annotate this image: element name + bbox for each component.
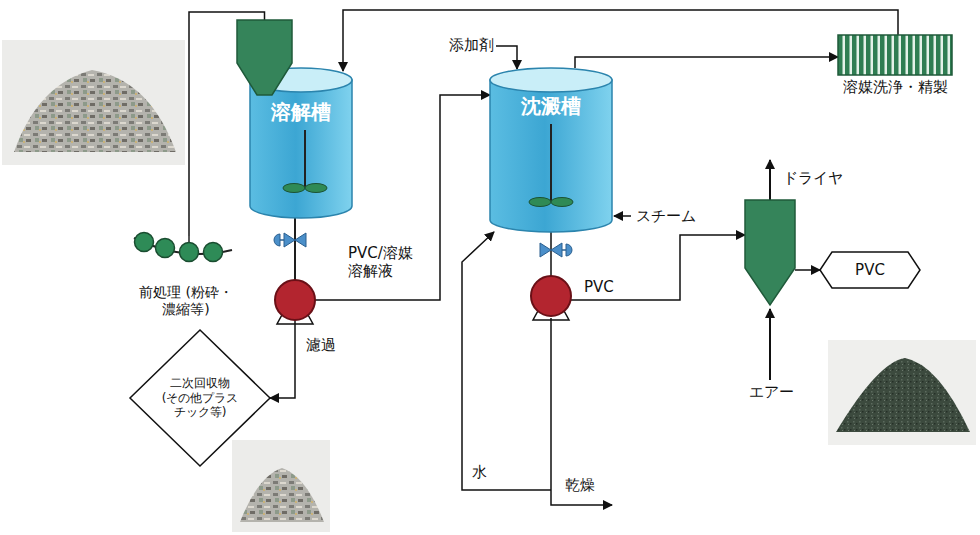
flow-connector xyxy=(575,57,838,68)
flow-label: PVC/溶媒 溶解液 xyxy=(346,244,424,280)
conveyor-pretreatment: 前処理 (粉砕・濃縮等) xyxy=(128,236,244,324)
photo-shredded-waste xyxy=(2,40,185,165)
pump-body xyxy=(275,280,315,320)
conveyor-roller xyxy=(135,233,154,252)
photo-ground xyxy=(232,440,330,532)
unit-label: ドライヤ xyxy=(783,169,843,187)
valve-stem xyxy=(280,239,284,241)
stirrer-blade xyxy=(283,184,305,193)
label-holder: エアー xyxy=(747,383,796,401)
drain-line xyxy=(551,318,612,505)
stirrer-blade xyxy=(529,198,551,207)
exhaust-arrow xyxy=(769,160,771,200)
flow-connector xyxy=(551,232,745,300)
pump-symbol xyxy=(275,280,315,324)
label-holder: 乾燥 xyxy=(563,476,597,494)
feed-hopper xyxy=(237,20,292,95)
tank-body xyxy=(250,80,352,218)
valve-stem xyxy=(562,249,566,251)
stirrer-shaft xyxy=(304,130,306,188)
purifier-unit xyxy=(838,35,952,75)
photo-ground xyxy=(828,340,976,445)
flow-label: PVC xyxy=(582,278,616,296)
label-holder: スチーム xyxy=(634,207,698,225)
flow-connector xyxy=(795,269,820,271)
edge-label-holder: PVC/溶媒 溶解液 xyxy=(346,244,424,280)
rubble-pile xyxy=(240,468,324,522)
flow-label: 濾過 xyxy=(304,336,338,354)
stirrer-blade xyxy=(551,198,573,207)
conveyor-roller xyxy=(156,239,175,258)
unit-label: 溶媒洗浄・精製 xyxy=(843,78,948,96)
valve-symbol xyxy=(274,233,306,247)
tank-body xyxy=(490,80,612,232)
output-label: 二次回収物 (その他プラスチック等) xyxy=(160,376,240,419)
output-diamond: 二次回収物 (その他プラスチック等) xyxy=(130,330,270,466)
photo-secondary-material xyxy=(232,440,330,532)
rubble-pile xyxy=(14,70,176,152)
pump-body xyxy=(531,276,571,316)
valve-handle xyxy=(274,234,280,246)
decision-diamond xyxy=(130,330,270,466)
dryer-cyclone-outline xyxy=(745,200,795,305)
conveyor-roller xyxy=(180,243,199,262)
product-label: PVC xyxy=(855,261,885,279)
photo-pvc-powder xyxy=(828,340,976,445)
dryer-cyclone: ドライヤ xyxy=(745,200,795,305)
conveyor-roller xyxy=(204,243,223,262)
air-feed-arrow xyxy=(769,309,771,380)
tank-top xyxy=(490,68,612,92)
stirrer-blade xyxy=(305,184,327,193)
label-holder: 水 xyxy=(470,463,489,481)
pump-symbol xyxy=(531,276,571,320)
output-hexagon xyxy=(820,252,920,288)
solvent-purifier: 溶媒洗浄・精製 xyxy=(838,35,952,101)
edge-label-holder: PVC xyxy=(582,278,616,296)
label-holder: 添加剤 xyxy=(447,36,496,54)
dissolving-tank-outline xyxy=(250,68,352,218)
valve-body xyxy=(284,233,306,247)
steam-feed-arrow xyxy=(614,215,631,217)
valve-handle xyxy=(566,244,572,256)
dissolving-tank: 溶解槽 xyxy=(250,68,352,218)
stream-label: エアー xyxy=(747,383,796,401)
stream-label: 添加剤 xyxy=(447,36,496,54)
valve-body xyxy=(540,243,562,257)
stream-label: スチーム xyxy=(634,207,698,225)
powder-pile xyxy=(836,358,970,432)
additive-feed-arrow xyxy=(496,46,517,69)
flow-connector xyxy=(343,10,898,71)
edge-label-holder: 濾過 xyxy=(304,336,338,354)
stream-label: 乾燥 xyxy=(563,476,597,494)
stream-label: 水 xyxy=(470,463,489,481)
process-label: 前処理 (粉砕・濃縮等) xyxy=(130,284,242,318)
tank-label: 溶解槽 xyxy=(271,100,331,124)
cyclone-body xyxy=(745,200,795,305)
stirrer-shaft xyxy=(550,124,552,202)
valve-symbol xyxy=(540,243,572,257)
product-hexagon: PVC xyxy=(820,252,920,288)
photo-ground xyxy=(2,40,185,165)
settling-tank: 沈澱槽 xyxy=(490,68,612,232)
settling-tank-outline xyxy=(490,68,612,232)
tank-label: 沈澱槽 xyxy=(521,94,581,118)
water-return-line xyxy=(462,232,551,490)
